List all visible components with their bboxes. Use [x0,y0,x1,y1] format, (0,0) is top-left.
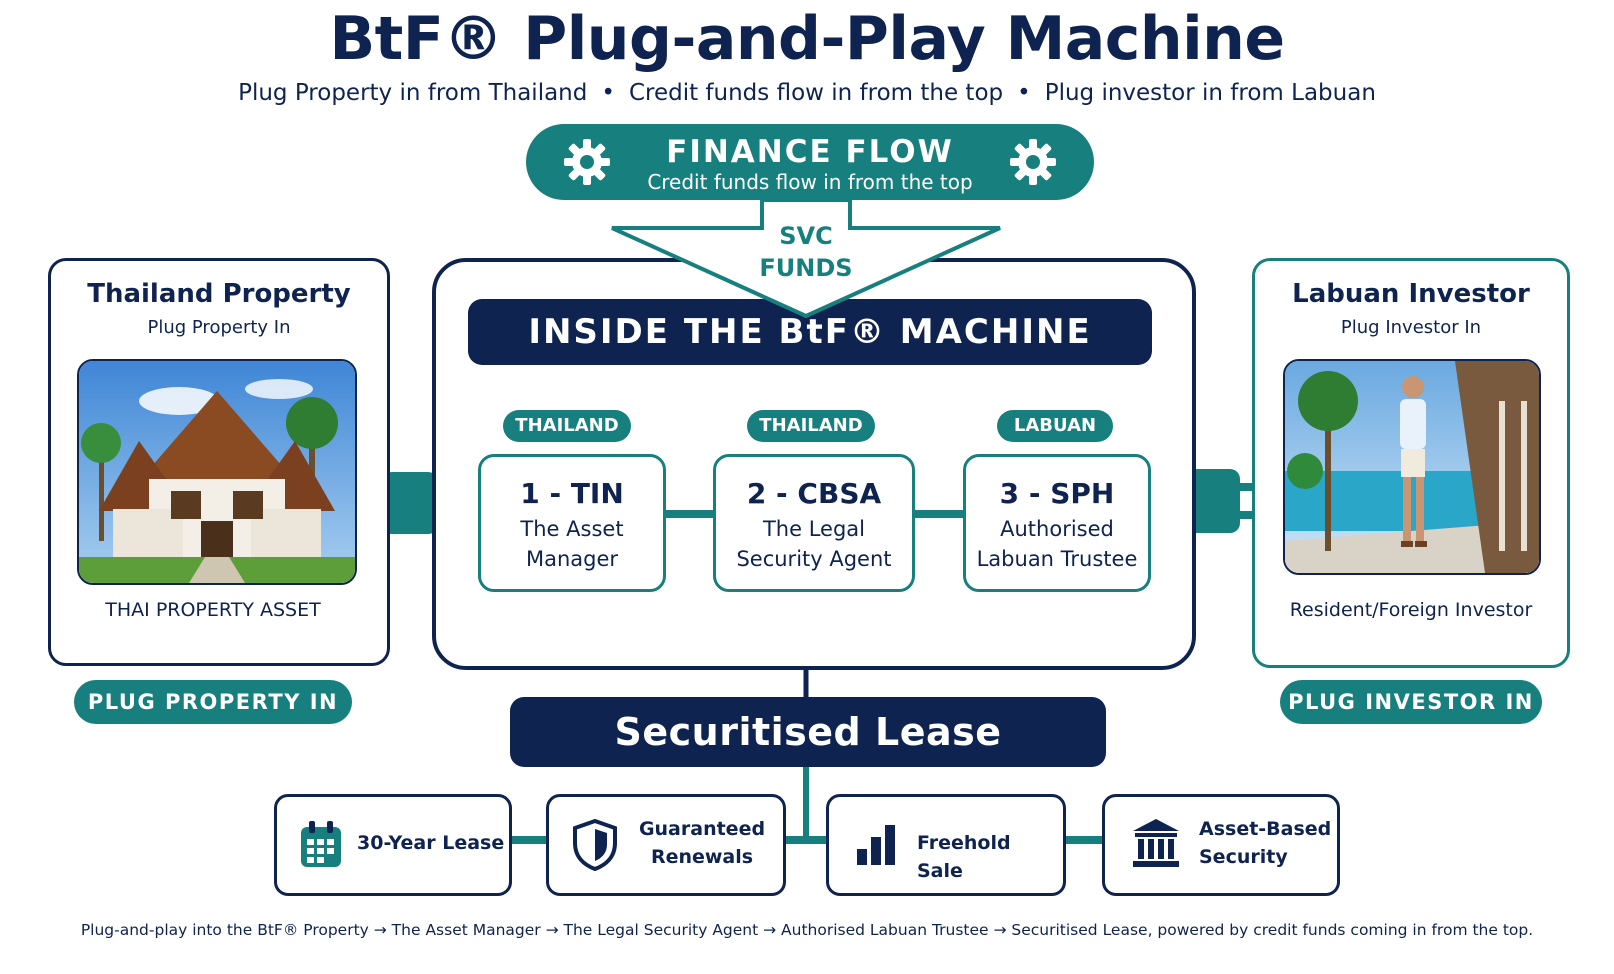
arrow-label-svc: SVC [779,222,832,250]
feature-freehold-sale: Freehold Sale [826,794,1066,896]
step-number: 2 - CBSA [746,477,882,510]
step-desc-line: Security Agent [736,547,892,571]
subtitle-part-thailand: Plug Property in from Thailand [238,80,588,106]
labuan-card-title: Labuan Investor [1292,279,1530,309]
investor-resort-photo [1283,359,1541,575]
labuan-card-caption: Resident/Foreign Investor [1289,599,1533,621]
thai-villa-photo [77,359,357,585]
securitised-lease-banner: Securitised Lease [510,697,1106,767]
finance-flow-pill: FINANCE FLOW Credit funds flow in from t… [526,124,1094,200]
thailand-property-card: Thailand Property Plug Property In [48,258,390,666]
subtitle-part-labuan: Plug investor in from Labuan [1044,80,1376,106]
labuan-investor-card: Labuan Investor Plug Investor In [1252,258,1570,668]
subtitle-part-funds: Credit funds flow in from the top [628,80,1004,106]
step-desc-line: The Legal [762,517,866,541]
feature-guaranteed-renewals: Guaranteed Renewals [546,794,786,896]
labuan-card-subtitle: Plug Investor In [1340,317,1482,338]
subtitle-separator: • [601,80,615,106]
finance-flow-title: FINANCE FLOW [666,134,954,170]
region-tag-thailand: THAILAND [747,410,875,442]
step-desc-line: The Asset [520,517,624,541]
calendar-icon [301,821,341,867]
region-tag-thailand: THAILAND [503,410,631,442]
feature-asset-based-security: Asset-Based Security [1102,794,1340,896]
gear-icon [1010,139,1056,185]
plug-investor-in-button[interactable]: PLUG INVESTOR IN [1280,680,1542,724]
step-desc-line: Labuan Trustee [976,547,1138,571]
step-number: 1 - TIN [520,477,624,510]
region-tag-labuan: LABUAN [997,410,1113,442]
step-desc-line: Authorised [1000,517,1114,541]
arrow-label-funds: FUNDS [759,254,852,282]
thailand-card-subtitle: Plug Property In [147,317,291,338]
subtitle-separator: • [1017,80,1031,106]
shield-icon [573,819,617,871]
finance-flow-subtitle: Credit funds flow in from the top [647,170,973,194]
svc-funds-arrow-icon: SVC FUNDS [611,198,1001,319]
step-connector-2 [910,510,966,518]
bar-chart-icon [857,825,895,865]
feature-label-line: Security [1199,846,1288,868]
thailand-card-caption: THAI PROPERTY ASSET [105,599,321,621]
page-subtitle: Plug Property in from Thailand • Credit fu… [0,80,1614,106]
plug-property-in-button[interactable]: PLUG PROPERTY IN [74,680,352,724]
feature-label: Asset-Based Security [1199,815,1333,871]
page-title: BtF® Plug-and-Play Machine [329,4,1285,74]
step-card-sph: 3 - SPH Authorised Labuan Trustee [963,454,1151,592]
step-card-cbsa: 2 - CBSA The Legal Security Agent [713,454,915,592]
feature-label-line: Renewals [650,846,754,868]
feature-label: 30-Year Lease [357,832,505,854]
gear-icon [564,139,610,185]
step-description: The Asset Manager [481,514,663,574]
footer-caption: Plug-and-play into the BtF® Property → T… [80,921,1534,939]
step-number: 3 - SPH [999,477,1115,510]
step-description: The Legal Security Agent [716,514,912,574]
feature-30-year-lease: 30-Year Lease [274,794,512,896]
feature-label: Freehold Sale [917,832,1011,882]
bank-icon [1133,819,1179,867]
feature-label-line: Guaranteed [638,818,766,840]
feature-label-line: Asset-Based [1199,818,1332,840]
step-connector-1 [659,510,715,518]
step-desc-line: Manager [525,547,619,571]
step-description: Authorised Labuan Trustee [966,514,1148,574]
step-card-tin: 1 - TIN The Asset Manager [478,454,666,592]
thailand-card-title: Thailand Property [87,279,351,309]
feature-label: Guaranteed Renewals [631,815,773,871]
